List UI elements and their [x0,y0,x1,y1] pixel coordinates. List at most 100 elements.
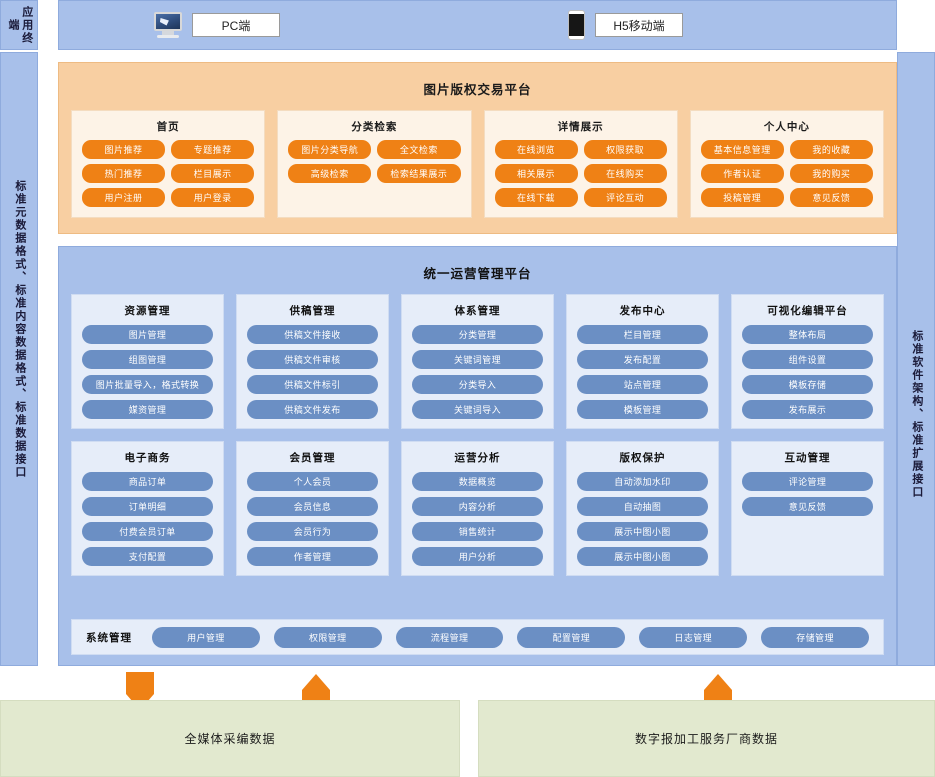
rail-standard-software: 标准软件架构、标准扩展接口 [897,52,935,666]
mgmt-group-chips: 栏目管理 发布配置 站点管理 模板管理 [577,325,708,419]
chip-item[interactable]: 组件设置 [742,350,873,369]
trading-group-chips: 图片分类导航 全文检索 高级检索 检索结果展示 [288,140,461,183]
chip-item[interactable]: 付费会员订单 [82,522,213,541]
chip-item[interactable]: 发布展示 [742,400,873,419]
chip-item[interactable]: 图片分类导航 [288,140,372,159]
chip-item[interactable]: 用户管理 [152,626,260,648]
chip-item[interactable]: 热门推荐 [82,164,166,183]
mgmt-group-chips: 商品订单 订单明细 付费会员订单 支付配置 [82,472,213,566]
chip-item[interactable]: 专题推荐 [171,140,255,159]
terminal-h5-mobile[interactable]: H5移动端 [568,10,683,40]
chip-item[interactable]: 图片批量导入，格式转换 [82,375,213,394]
trading-group-chips: 基本信息管理 我的收藏 作者认证 我的购买 投稿管理 意见反馈 [700,140,873,207]
terminal-pc-label: PC端 [192,13,280,37]
chip-item[interactable]: 展示中图小图 [577,522,708,541]
trading-group-title: 首页 [156,121,180,133]
terminal-pc[interactable]: PC端 [154,12,280,38]
mgmt-group-chips: 图片管理 组图管理 图片批量导入，格式转换 媒资管理 [82,325,213,419]
chip-item[interactable]: 自动添加水印 [577,472,708,491]
chip-item[interactable]: 用户注册 [82,188,166,207]
trading-group-chips: 在线浏览 权限获取 相关展示 在线购买 在线下载 评论互动 [494,140,667,207]
chip-item[interactable]: 栏目管理 [577,325,708,344]
chip-item[interactable]: 组图管理 [82,350,213,369]
chip-item[interactable]: 栏目展示 [171,164,255,183]
chip-item[interactable]: 作者认证 [700,164,784,183]
chip-item[interactable]: 关键词管理 [412,350,543,369]
chip-item[interactable]: 会员信息 [247,497,378,516]
chip-item[interactable]: 内容分析 [412,497,543,516]
mgmt-group-title: 会员管理 [289,452,336,464]
chip-item[interactable]: 高级检索 [288,164,372,183]
chip-item[interactable]: 基本信息管理 [700,140,784,159]
chip-item[interactable]: 相关展示 [494,164,578,183]
mgmt-group-title: 资源管理 [124,305,171,317]
chip-item[interactable]: 作者管理 [247,547,378,566]
chip-item[interactable]: 自动抽图 [577,497,708,516]
data-source-all-media: 全媒体采编数据 [0,700,460,777]
chip-item[interactable]: 会员行为 [247,522,378,541]
chip-item[interactable]: 在线购买 [583,164,667,183]
chip-item[interactable]: 配置管理 [517,626,626,648]
chip-item[interactable]: 评论互动 [583,188,667,207]
chip-item[interactable]: 商品订单 [82,472,213,491]
trading-platform-groups: 首页 图片推荐 专题推荐 热门推荐 栏目展示 用户注册 用户登录 分类检索 图片… [59,98,896,218]
chip-item[interactable]: 流程管理 [395,626,504,648]
chip-item[interactable]: 供稿文件接收 [247,325,378,344]
chip-item[interactable]: 供稿文件审核 [247,350,378,369]
mgmt-group-chips: 数据概览 内容分析 销售统计 用户分析 [412,472,543,566]
chip-item[interactable]: 展示中图小图 [577,547,708,566]
chip-item[interactable]: 全文检索 [377,140,461,159]
mgmt-group-analytics: 运营分析 数据概览 内容分析 销售统计 用户分析 [401,441,554,576]
trading-platform-title: 图片版权交易平台 [423,83,532,97]
chip-item[interactable]: 意见反馈 [742,497,873,516]
mgmt-group-title: 运营分析 [454,452,501,464]
chip-item[interactable]: 用户登录 [171,188,255,207]
chip-item[interactable]: 权限获取 [583,140,667,159]
rail-standard-data-label: 标准元数据格式、标准内容数据格式、标准数据接口 [13,179,26,479]
chip-item[interactable]: 意见反馈 [789,188,873,207]
mgmt-platform-title: 统一运营管理平台 [423,267,532,281]
trading-group-title: 详情展示 [557,121,604,133]
chip-item[interactable]: 分类管理 [412,325,543,344]
chip-item[interactable]: 我的购买 [789,164,873,183]
mgmt-group-chips: 自动添加水印 自动抽图 展示中图小图 展示中图小图 [577,472,708,566]
chip-item[interactable]: 图片推荐 [82,140,166,159]
chip-item[interactable]: 销售统计 [412,522,543,541]
mgmt-row-2: 电子商务 商品订单 订单明细 付费会员订单 支付配置 会员管理 个人会员 会员信… [59,429,896,576]
chip-item[interactable]: 订单明细 [82,497,213,516]
chip-item[interactable]: 用户分析 [412,547,543,566]
chip-item[interactable]: 评论管理 [742,472,873,491]
mgmt-group-visual-editor: 可视化编辑平台 整体布局 组件设置 模板存储 发布展示 [731,294,884,429]
chip-item[interactable]: 供稿文件发布 [247,400,378,419]
chip-item[interactable]: 在线浏览 [494,140,578,159]
chip-item[interactable]: 模板存储 [742,375,873,394]
mgmt-group-title: 发布中心 [619,305,666,317]
mgmt-group-resource: 资源管理 图片管理 组图管理 图片批量导入，格式转换 媒资管理 [71,294,224,429]
mgmt-row-1: 资源管理 图片管理 组图管理 图片批量导入，格式转换 媒资管理 供稿管理 供稿文… [59,282,896,429]
chip-item[interactable]: 在线下载 [494,188,578,207]
chip-item[interactable]: 个人会员 [247,472,378,491]
mgmt-group-title: 互动管理 [784,452,831,464]
chip-item[interactable]: 关键词导入 [412,400,543,419]
chip-item[interactable]: 图片管理 [82,325,213,344]
chip-item[interactable]: 检索结果展示 [377,164,461,183]
chip-item[interactable]: 发布配置 [577,350,708,369]
chip-item[interactable]: 存储管理 [761,626,869,648]
chip-item[interactable]: 日志管理 [639,626,748,648]
chip-item[interactable]: 供稿文件标引 [247,375,378,394]
chip-item[interactable]: 媒资管理 [82,400,213,419]
mgmt-group-chips: 整体布局 组件设置 模板存储 发布展示 [742,325,873,419]
chip-item[interactable]: 模板管理 [577,400,708,419]
chip-item[interactable]: 权限管理 [273,626,382,648]
chip-item[interactable]: 数据概览 [412,472,543,491]
chip-item[interactable]: 分类导入 [412,375,543,394]
chip-item[interactable]: 投稿管理 [700,188,784,207]
chip-item[interactable]: 整体布局 [742,325,873,344]
mgmt-group-chips: 分类管理 关键词管理 分类导入 关键词导入 [412,325,543,419]
mgmt-group-member: 会员管理 个人会员 会员信息 会员行为 作者管理 [236,441,389,576]
chip-item[interactable]: 我的收藏 [789,140,873,159]
rail-application-terminal: 应用终端 [0,0,38,50]
chip-item[interactable]: 支付配置 [82,547,213,566]
chip-item[interactable]: 站点管理 [577,375,708,394]
rail-standard-data: 标准元数据格式、标准内容数据格式、标准数据接口 [0,52,38,666]
